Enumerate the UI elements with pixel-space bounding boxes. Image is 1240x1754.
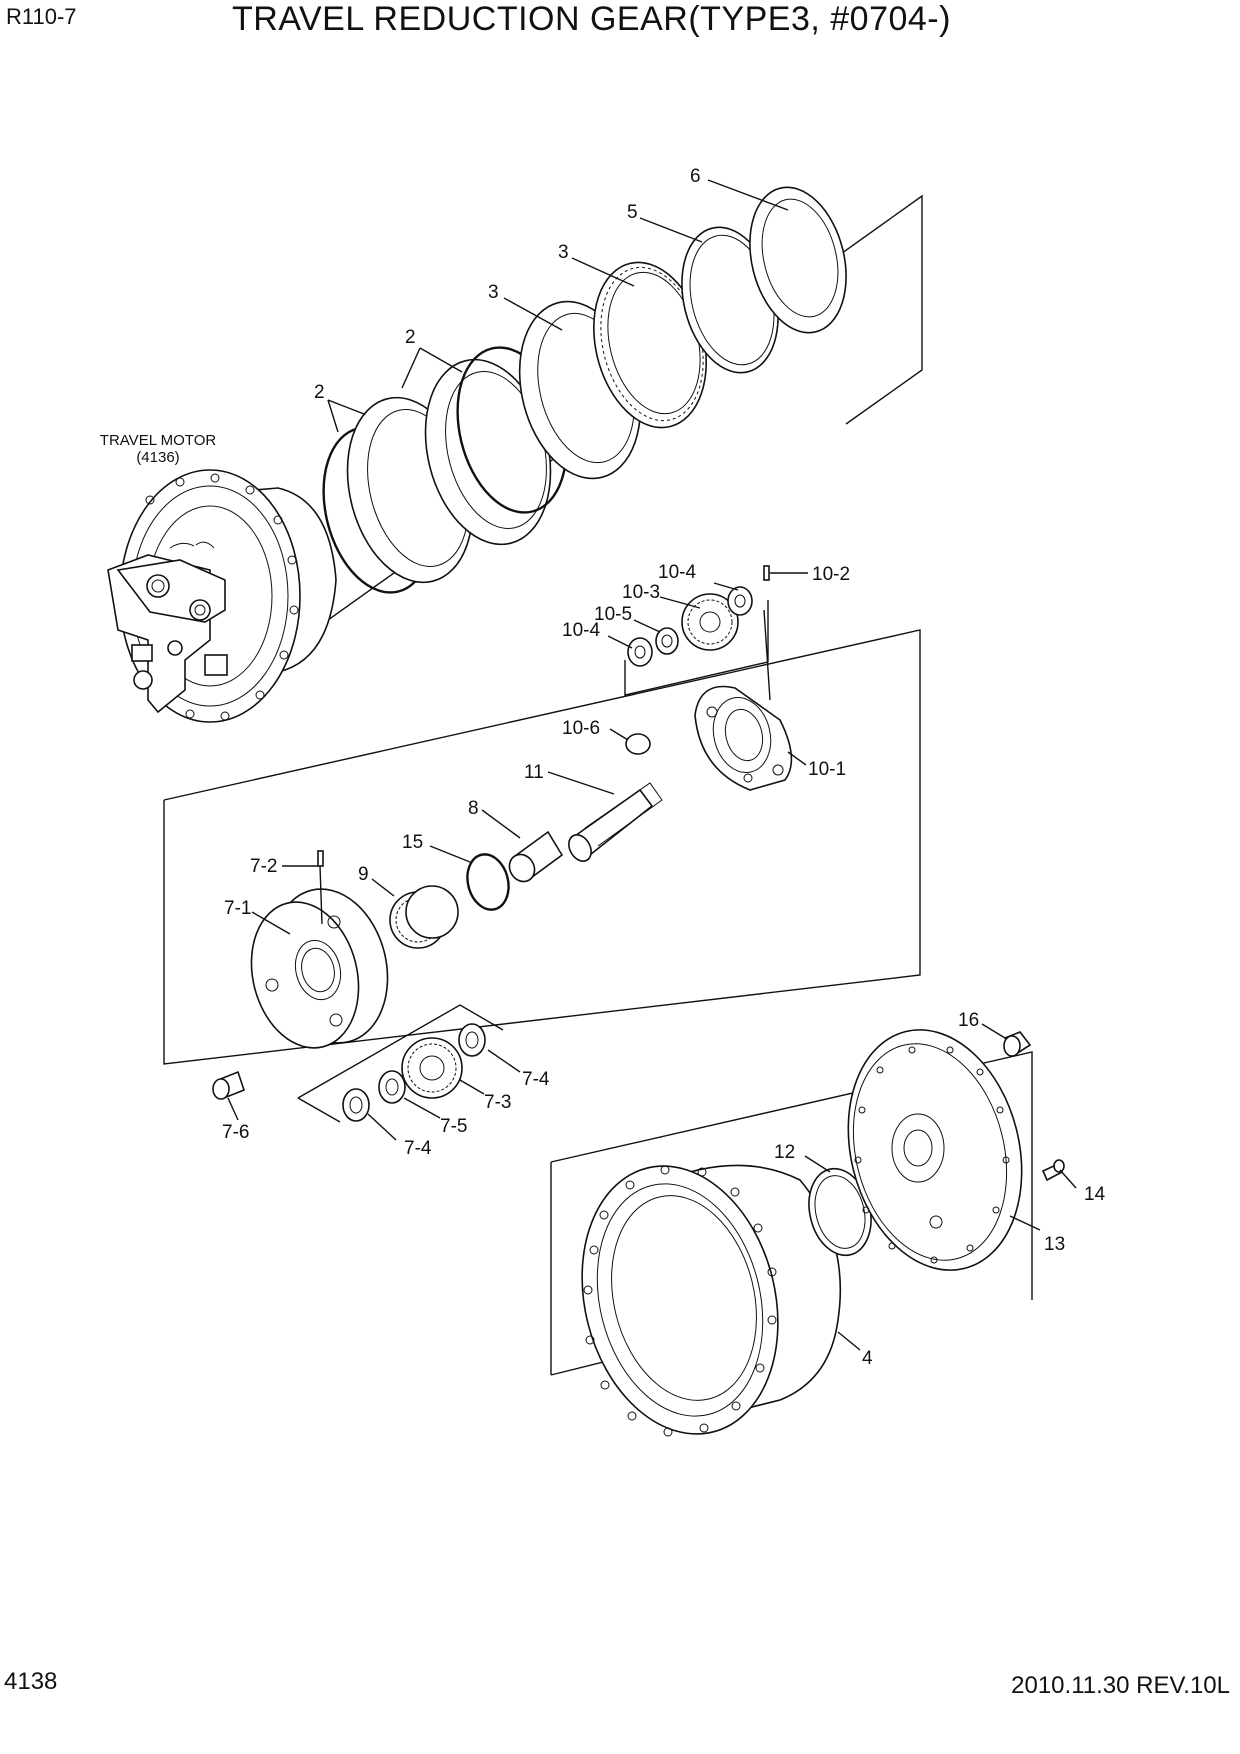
callout-14: 14	[1084, 1184, 1106, 1205]
callout-10-4-upper: 10-4	[658, 562, 696, 583]
travel-motor-name: TRAVEL MOTOR	[99, 432, 217, 449]
callout-10-3: 10-3	[622, 582, 660, 603]
callout-10-4-lower: 10-4	[562, 620, 600, 641]
travel-motor-illustration	[107, 469, 337, 723]
callout-2-upper: 2	[405, 327, 416, 348]
callout-7-1: 7-1	[224, 898, 251, 919]
callout-5: 5	[627, 202, 638, 223]
callout-3-lower: 3	[488, 282, 499, 303]
callout-13: 13	[1044, 1234, 1065, 1255]
callout-7-5: 7-5	[440, 1116, 467, 1137]
seal-bearing-stack	[322, 186, 847, 594]
callout-labels: 6 5 3 3 2 2 10-4 10-2 10-3 10-5 10-4 10-…	[222, 166, 1106, 1369]
callout-8: 8	[468, 798, 479, 819]
callout-7-4-upper: 7-4	[522, 1069, 550, 1090]
carrier-2-assembly	[625, 565, 793, 791]
callout-7-6: 7-6	[222, 1122, 249, 1143]
callout-7-2: 7-2	[250, 856, 277, 877]
callout-7-4-lower: 7-4	[404, 1138, 432, 1159]
housing-cover-assembly	[581, 1029, 1065, 1437]
callout-11: 11	[524, 762, 544, 783]
page-number: 4138	[4, 1668, 58, 1695]
callout-3-upper: 3	[558, 242, 569, 263]
leader-lines	[227, 179, 1077, 1351]
page-title: TRAVEL REDUCTION GEAR(TYPE3, #0704-)	[232, 0, 951, 38]
carrier-1-assembly	[212, 850, 486, 1122]
callout-10-2: 10-2	[812, 564, 850, 585]
callout-12: 12	[774, 1142, 795, 1163]
travel-motor-ref: (4136)	[136, 449, 180, 466]
callout-16: 16	[958, 1010, 979, 1031]
shaft-assembly	[389, 782, 663, 949]
revision-date: 2010.11.30 REV.10L	[1011, 1672, 1230, 1699]
callout-10-6: 10-6	[562, 718, 600, 739]
callout-10-1: 10-1	[808, 759, 846, 780]
callout-9: 9	[358, 864, 369, 885]
callout-15: 15	[402, 832, 423, 853]
callout-4: 4	[862, 1348, 873, 1369]
callout-2-lower: 2	[314, 382, 325, 403]
model-code: R110-7	[6, 4, 77, 29]
callout-10-5: 10-5	[594, 604, 632, 625]
travel-motor-label: TRAVEL MOTOR (4136)	[78, 432, 238, 466]
callout-7-3: 7-3	[484, 1092, 511, 1113]
callout-6: 6	[690, 166, 701, 187]
